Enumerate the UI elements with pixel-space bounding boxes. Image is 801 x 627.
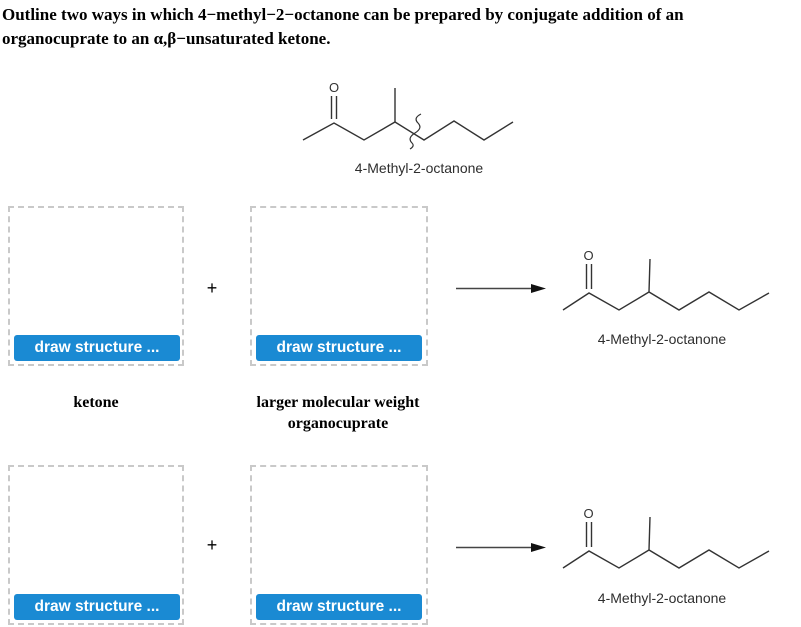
row2-ketone-draw-area: draw structure ...	[8, 465, 184, 625]
row1-reaction-arrow-icon	[456, 284, 546, 293]
row1-product-name: 4-Methyl-2-octanone	[597, 331, 727, 347]
methyl-branch-bond	[648, 258, 651, 293]
oxygen-atom-label: O	[329, 80, 339, 95]
problem-statement: Outline two ways in which 4−methyl−2−oct…	[2, 3, 798, 51]
row1-organocuprate-draw-structure-button[interactable]: draw structure ...	[256, 335, 422, 361]
row1-ketone-draw-structure-button[interactable]: draw structure ...	[14, 335, 180, 361]
target-molecule-name: 4-Methyl-2-octanone	[354, 160, 484, 176]
row1-reactant2-caption: larger molecular weight organocuprate	[228, 392, 448, 434]
row1-product-structure: O	[562, 248, 770, 311]
disconnection-squiggle	[409, 113, 422, 150]
carbon-chain-bond-path	[562, 549, 770, 569]
carbon-chain-bond-path	[302, 120, 514, 141]
row2-product-structure: O	[562, 506, 770, 569]
row2-organocuprate-draw-structure-button[interactable]: draw structure ...	[256, 594, 422, 620]
row2-reaction-arrow-icon	[456, 543, 546, 552]
problem-statement-line-1: Outline two ways in which 4−methyl−2−oct…	[2, 5, 684, 24]
row2-ketone-draw-structure-button[interactable]: draw structure ...	[14, 594, 180, 620]
row1-reactant2-caption-line-1: larger molecular weight	[256, 394, 420, 411]
row1-reactant1-caption: ketone	[73, 394, 119, 411]
row1-ketone-draw-area: draw structure ...	[8, 206, 184, 366]
row2-organocuprate-draw-area: draw structure ...	[250, 465, 428, 625]
oxygen-atom-label: O	[583, 506, 593, 521]
row2-plus-sign: +	[206, 535, 218, 555]
methyl-branch-bond	[648, 516, 651, 551]
carbon-chain-bond-path	[562, 291, 770, 311]
problem-statement-line-2: organocuprate to an α,β−unsaturated keto…	[2, 29, 331, 48]
oxygen-atom-label: O	[583, 248, 593, 263]
target-molecule-structure: O	[302, 80, 514, 150]
row2-product-name: 4-Methyl-2-octanone	[597, 590, 727, 606]
row1-plus-sign: +	[206, 278, 218, 298]
row1-organocuprate-draw-area: draw structure ...	[250, 206, 428, 366]
row1-reactant2-caption-line-2: organocuprate	[287, 415, 389, 432]
